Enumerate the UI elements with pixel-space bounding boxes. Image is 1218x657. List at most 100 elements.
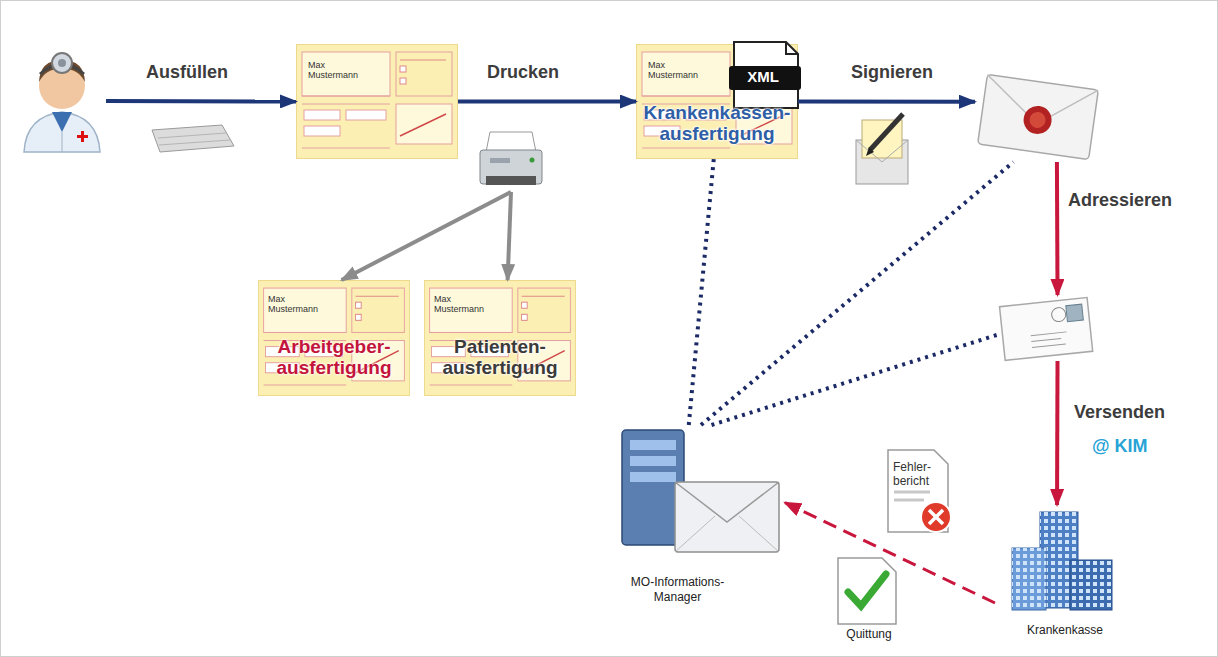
- doctor-icon: [24, 53, 100, 152]
- doctor-icon: [81, 131, 84, 142]
- error-report-icon: [888, 450, 951, 532]
- flow-arrow: [508, 192, 511, 280]
- building-icon: [1012, 548, 1046, 610]
- server-icon: [675, 516, 779, 552]
- flow-arrow: [689, 159, 714, 425]
- node-text: Patienten- ausfertigung: [427, 336, 573, 378]
- node-text: Arbeitgeber- ausfertigung: [261, 336, 407, 378]
- sealed-envelope: [978, 75, 1099, 160]
- form-sheet: [258, 281, 409, 396]
- addressed-envelope: [1031, 332, 1067, 336]
- server-icon: [622, 430, 779, 552]
- form-sheet: [297, 45, 458, 159]
- error-report-icon: [894, 491, 930, 494]
- sealed-envelope: [1029, 111, 1047, 129]
- xml-document: [786, 42, 798, 54]
- addressed-envelope: [1066, 304, 1084, 322]
- doctor-icon: [52, 112, 72, 132]
- flow-arrow: [712, 335, 999, 425]
- envelope-node: [975, 72, 1103, 162]
- flow-arrow: [798, 100, 975, 104]
- building-icon: [1070, 560, 1112, 610]
- receipt-icon: [848, 574, 886, 606]
- flow-arrow: [106, 99, 296, 104]
- error-report-icon: [929, 510, 943, 524]
- doctor-icon: [58, 59, 66, 67]
- server-icon: [630, 440, 676, 450]
- doctor-icon: [62, 132, 63, 152]
- step-label: Ausfüllen: [146, 62, 228, 83]
- server-node: MO-Informations- Manager: [610, 425, 785, 610]
- addressed-envelope: [1051, 307, 1066, 322]
- server-icon: [675, 482, 779, 552]
- document-node: Quittung: [830, 553, 909, 645]
- building-node: Krankenkasse: [995, 505, 1136, 645]
- building-icon: [1070, 560, 1112, 610]
- flow-arrow: [458, 100, 636, 104]
- building-icon: [1012, 548, 1046, 610]
- form-node: Max MustermannPatienten- ausfertigung: [424, 280, 576, 396]
- document-node: Fehler- bericht: [886, 448, 958, 536]
- doctor-icon: [24, 112, 100, 152]
- printer-icon: [490, 158, 510, 163]
- form-sheet: [258, 45, 797, 396]
- flow-arrow: [1055, 361, 1059, 505]
- receipt-icon: [838, 558, 896, 624]
- receipt-icon: [838, 558, 896, 624]
- keyboard-icon: [158, 133, 226, 138]
- sealed-envelope: [982, 75, 1099, 132]
- printer-icon: [486, 132, 536, 152]
- sealed-envelope: [1022, 104, 1054, 136]
- keyboard-icon: [152, 125, 234, 152]
- printer-icon: [486, 176, 536, 185]
- keyboard-icon: [159, 140, 230, 145]
- printer-icon: [530, 158, 535, 163]
- node-text: Max Mustermann: [268, 294, 320, 314]
- sealed-envelope: [978, 75, 1099, 160]
- keyboard-icon: [152, 125, 234, 152]
- node-text: Max Mustermann: [434, 294, 486, 314]
- server-icon: [630, 456, 676, 466]
- xml-document: [729, 66, 801, 90]
- node-text: Krankenkassen- ausfertigung: [640, 102, 794, 144]
- form-node: Max MustermannArbeitgeber- ausfertigung: [258, 280, 410, 396]
- flow-arrow: [1055, 162, 1060, 295]
- server-icon: [630, 472, 676, 482]
- doctor-node: [18, 40, 106, 155]
- printer-icon: [480, 132, 542, 185]
- addressed-envelope: [1032, 344, 1066, 348]
- form-node: Max Mustermann XML Krankenkassen- ausferti…: [636, 44, 798, 159]
- xml-document: [729, 42, 801, 108]
- form-sheet: [424, 281, 575, 396]
- form-node: Max Mustermann: [296, 44, 458, 159]
- addressed-envelope: [1031, 338, 1061, 341]
- flow-arrow: [701, 162, 1013, 425]
- node-text: Fehler- bericht: [893, 460, 943, 488]
- server-icon: [675, 482, 779, 522]
- flow-arrow: [785, 503, 995, 603]
- error-report-icon: [888, 450, 948, 532]
- signature-icon: [870, 114, 903, 150]
- signature-icon: [856, 114, 908, 184]
- step-label: Versenden: [1074, 402, 1165, 423]
- doctor-icon: [52, 53, 72, 73]
- error-report-icon: [894, 499, 924, 502]
- node-text: Max Mustermann: [308, 60, 360, 80]
- node-text: XML: [732, 68, 794, 86]
- building-icon: [1012, 512, 1112, 610]
- node-text: Krankenkasse: [995, 623, 1135, 637]
- kim-label: @ KIM: [1092, 436, 1148, 457]
- error-report-icon: [921, 502, 951, 532]
- printer-icon: [480, 150, 542, 184]
- addressed-envelope: [1000, 298, 1093, 361]
- node-text: Quittung: [830, 627, 908, 641]
- flow-arrow: [342, 192, 511, 280]
- node-text: Max Mustermann: [648, 60, 700, 80]
- printer-node: [478, 132, 544, 192]
- step-label: Adressieren: [1068, 190, 1172, 211]
- envelope-node: [998, 295, 1094, 361]
- step-label: Drucken: [487, 62, 559, 83]
